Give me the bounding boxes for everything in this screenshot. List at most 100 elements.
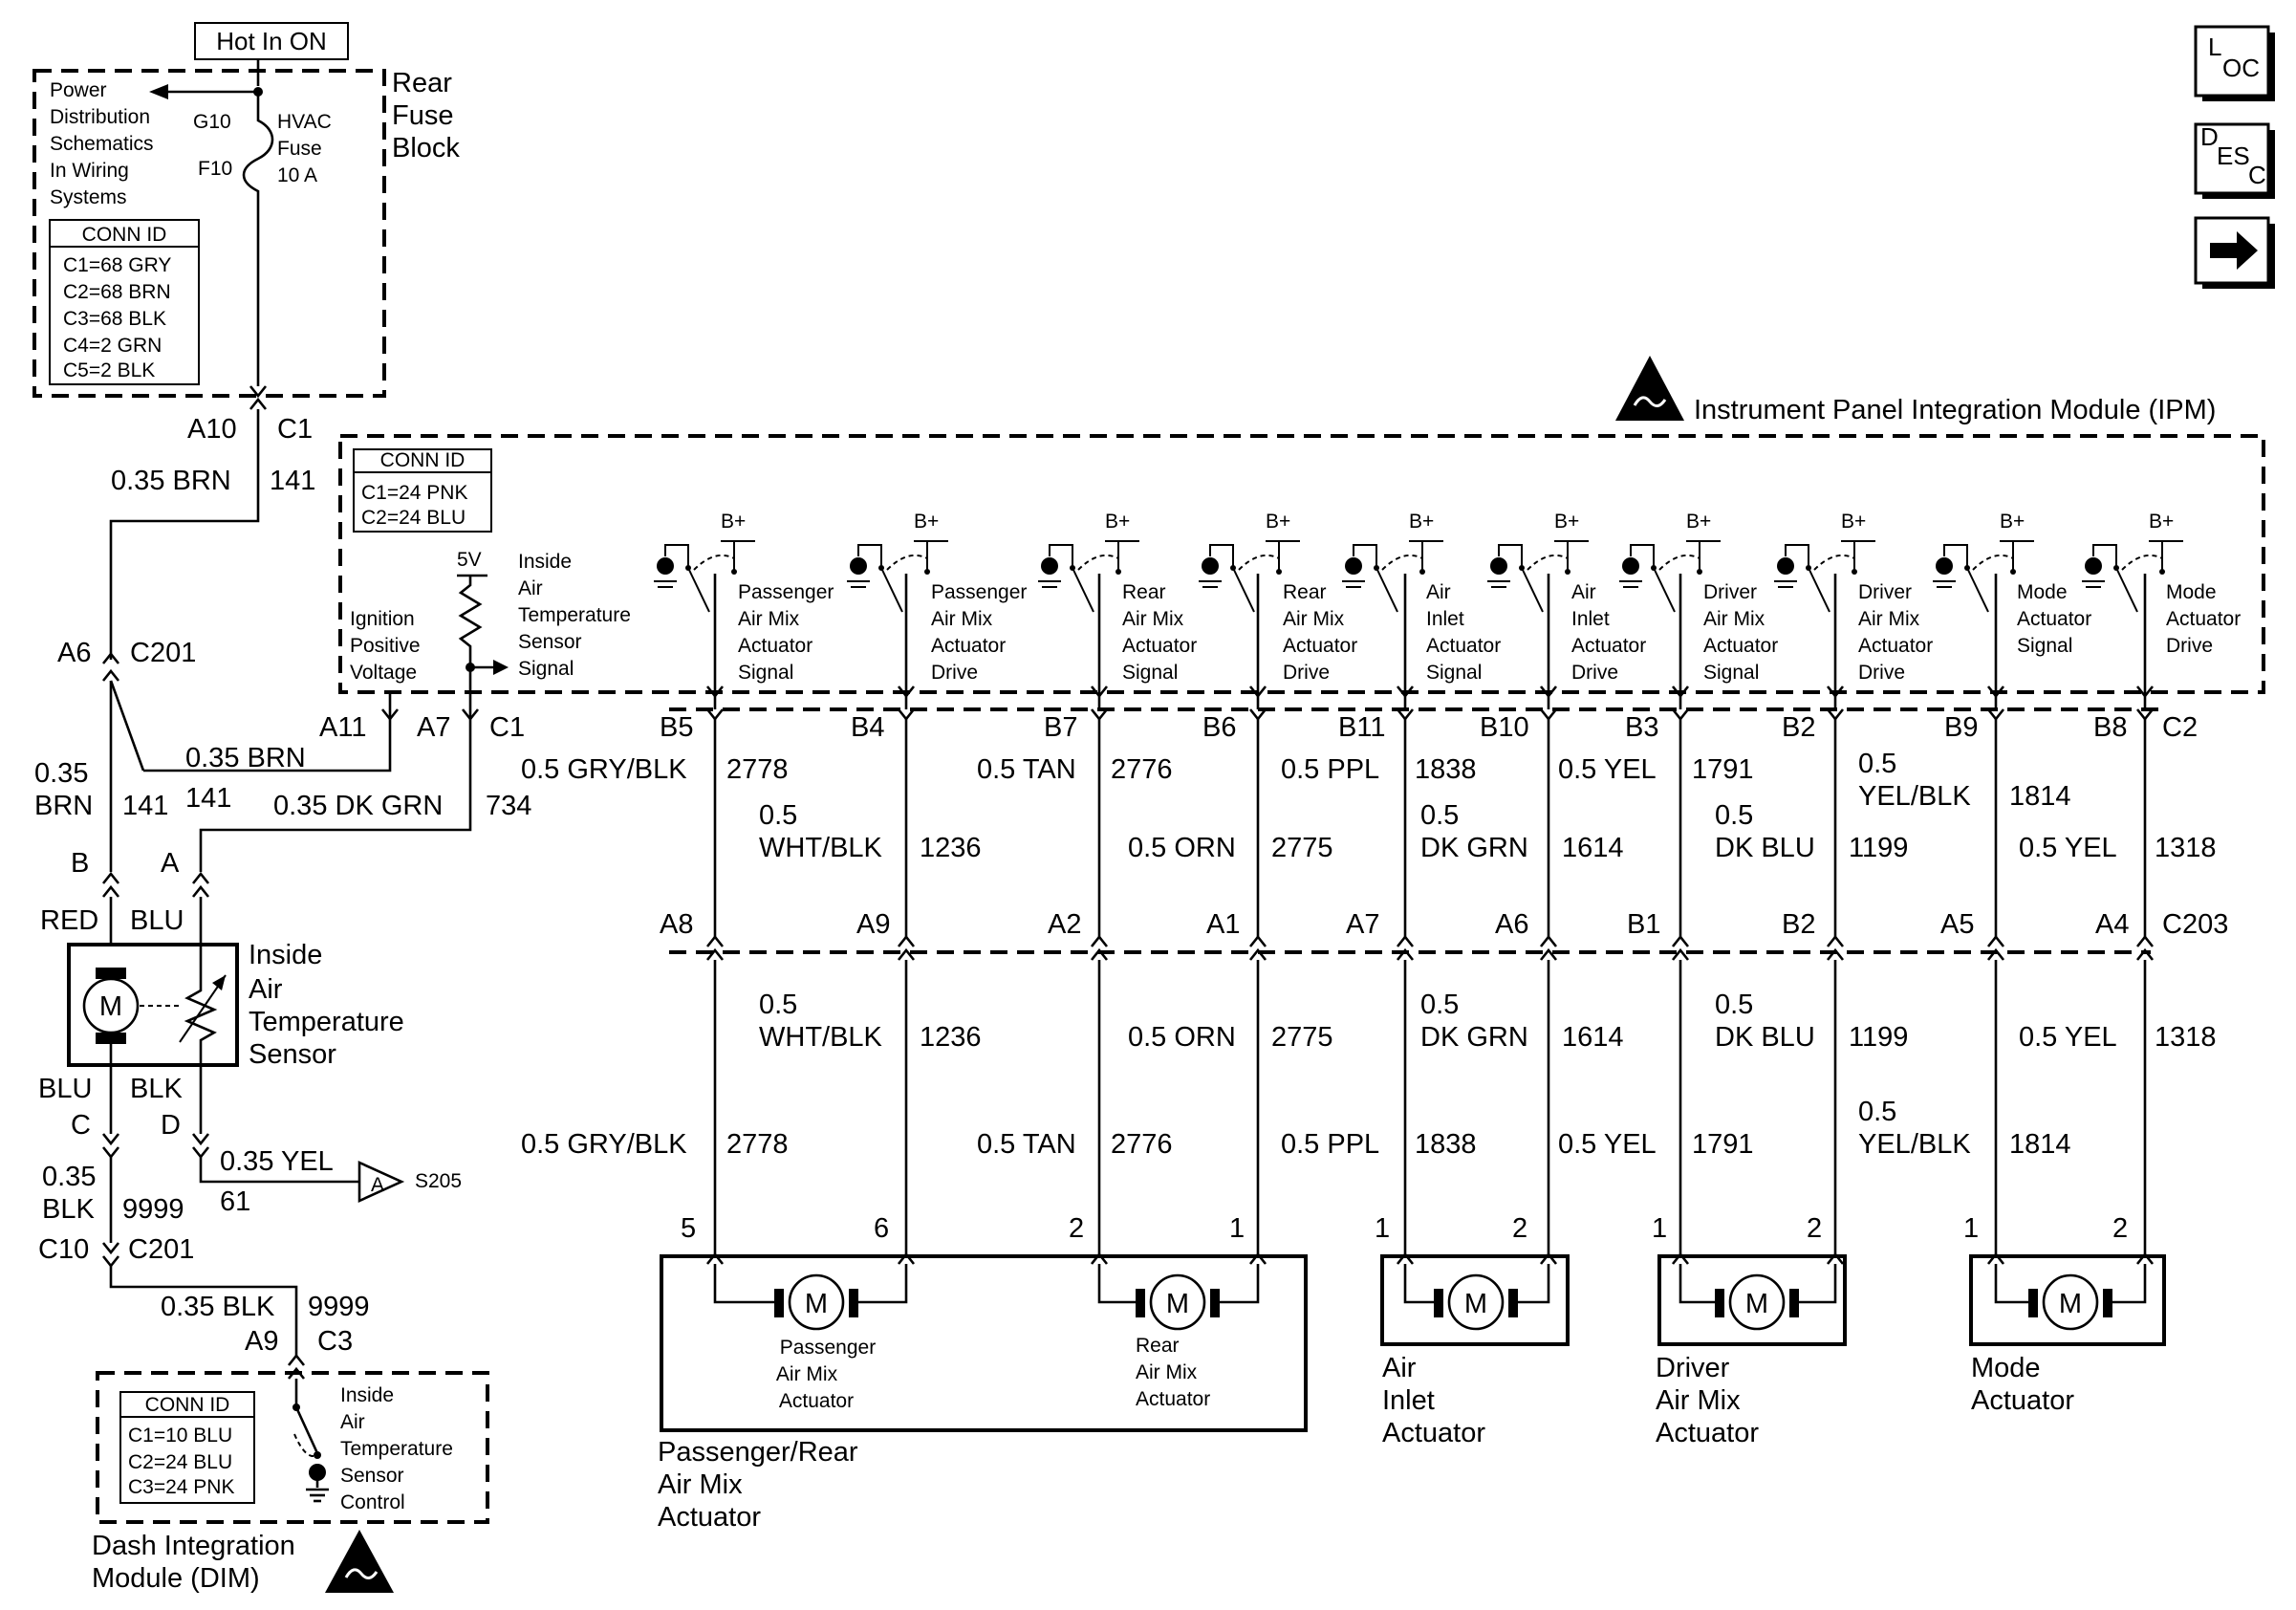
svg-text:Sensor: Sensor xyxy=(249,1039,336,1070)
esd-warning-icon-ipm xyxy=(1615,356,1684,421)
desc-button[interactable]: D ES C xyxy=(2194,122,2275,199)
rear-actuator-sub: Rear Air Mix Actuator xyxy=(1136,1335,1210,1410)
driver-label-1-0: Passenger xyxy=(931,581,1027,603)
lower-wire-circuit-4: 1838 xyxy=(1415,1129,1477,1160)
power-distribution-label: Power Distribution Schematics In Wiring … xyxy=(50,79,154,208)
c203-pin-bottom-2 xyxy=(1090,947,1109,961)
svg-text:CONN ID: CONN ID xyxy=(145,1394,230,1416)
wire-9999b-circuit: 9999 xyxy=(308,1292,370,1322)
c203-connector: C203 xyxy=(669,909,2228,954)
driver-label-1-3: Drive xyxy=(931,662,978,684)
rear-fuse-block-title: Rear Fuse Block xyxy=(392,68,460,163)
arrow-down-icon xyxy=(705,685,725,699)
svg-text:Fuse: Fuse xyxy=(392,100,453,131)
ipm-pin-6 xyxy=(1671,708,1690,722)
dim-sensor-control-label: Inside Air Temperature Sensor Control xyxy=(340,1384,453,1513)
pin-a10-label: A10 xyxy=(187,414,237,445)
actuator-motor-0: M xyxy=(713,1264,908,1331)
wire-61-circuit: 61 xyxy=(220,1186,250,1217)
lower-wire-color-7: DK BLU xyxy=(1715,1022,1815,1053)
motor-label: M xyxy=(99,991,122,1022)
splice-s205 xyxy=(357,1160,405,1204)
switch-blade-icon xyxy=(1375,567,1398,613)
switch-blade-icon xyxy=(880,567,903,613)
f10-label: F10 xyxy=(198,158,232,180)
c203-pin-top-3 xyxy=(1248,934,1267,947)
svg-text:Module (DIM): Module (DIM) xyxy=(92,1563,260,1594)
upper-wire-color-2: 0.5 TAN xyxy=(977,754,1076,785)
next-arrow-button[interactable] xyxy=(2194,216,2275,289)
c203-pin-top-0 xyxy=(705,934,725,947)
ipm-pin-label-c2: C2 xyxy=(2162,712,2198,743)
upper-wire-color-3: 0.5 ORN xyxy=(1128,833,1236,863)
air-inlet-actuator-title: Air Inlet Actuator xyxy=(1382,1353,1485,1448)
driver-label-2-3: Signal xyxy=(1122,662,1178,684)
c203-label: C203 xyxy=(2162,909,2228,940)
upper-wire-circuit-2: 2776 xyxy=(1111,754,1173,785)
hot-in-on-label: Hot In ON xyxy=(216,27,327,55)
desc-c-text: C xyxy=(2248,161,2266,189)
wire-brn-gauge: 0.35 xyxy=(34,758,88,789)
svg-text:Ignition: Ignition xyxy=(350,608,415,630)
ipm-module: Instrument Panel Integration Module (IPM… xyxy=(319,356,2265,743)
splice-a-label: A xyxy=(371,1174,384,1196)
driver-label-2-1: Air Mix xyxy=(1122,608,1184,630)
left-wiring: 0.35 BRN 141 A6 C201 0.35 BRN 141 0.35 B… xyxy=(34,409,531,945)
upper-wire-color-5: DK GRN xyxy=(1420,833,1528,863)
pin-d-label: D xyxy=(161,1110,181,1141)
bplus-label-0: B+ xyxy=(721,511,746,533)
actuator-pin-label-0: 5 xyxy=(681,1213,696,1244)
ipm-conn-id: CONN ID C1=24 PNK C2=24 BLU xyxy=(361,449,467,529)
wire-61-color: 0.35 YEL xyxy=(220,1146,334,1177)
svg-text:Air: Air xyxy=(518,577,543,599)
svg-text:Actuator: Actuator xyxy=(1971,1385,2074,1416)
driver-label-7-2: Actuator xyxy=(1858,635,1933,657)
motor-label-4: M xyxy=(2059,1289,2082,1319)
actuator-pin-label-9: 2 xyxy=(2112,1213,2128,1244)
c203-pin-bottom-3 xyxy=(1248,947,1267,961)
lower-wire-gauge-1: 0.5 xyxy=(759,990,797,1020)
driver-label-0-1: Air Mix xyxy=(738,608,800,630)
c203-pin-label-2: A2 xyxy=(1048,909,1081,940)
c203-pin-bottom-4 xyxy=(1396,947,1415,961)
loc-button[interactable]: L OC xyxy=(2194,25,2275,101)
driver-label-7-1: Air Mix xyxy=(1858,608,1920,630)
pin-c-label: C xyxy=(71,1110,91,1141)
ipm-pin-label-1: B4 xyxy=(851,712,884,743)
driver-label-1-1: Air Mix xyxy=(931,608,993,630)
lower-wire-gauge-7: 0.5 xyxy=(1715,990,1753,1020)
upper-wire-color-7: DK BLU xyxy=(1715,833,1815,863)
pin-a9-label: A9 xyxy=(245,1326,278,1357)
c203-pin-label-8: A5 xyxy=(1940,909,1974,940)
driver-label-8-1: Actuator xyxy=(2017,608,2091,630)
upper-wire-circuit-6: 1791 xyxy=(1692,754,1754,785)
fuse-block-conn-id: CONN ID C1=68 GRY C2=68 BRN C3=68 BLK C4… xyxy=(63,224,171,381)
lower-wire-color-6: 0.5 YEL xyxy=(1558,1129,1657,1160)
svg-text:C2=24 BLU: C2=24 BLU xyxy=(128,1451,232,1473)
bplus-label-6: B+ xyxy=(1686,511,1711,533)
arrow-down-icon xyxy=(1090,685,1109,699)
arrow-down-icon xyxy=(1539,685,1558,699)
c203-pin-top-8 xyxy=(1986,934,2005,947)
c203-pin-top-9 xyxy=(2135,934,2155,947)
svg-text:Actuator: Actuator xyxy=(658,1502,761,1533)
svg-text:Air Mix: Air Mix xyxy=(1656,1385,1741,1416)
arrow-down-icon xyxy=(2135,685,2155,699)
driver-label-3-0: Rear xyxy=(1283,581,1327,603)
driver-label-2-0: Rear xyxy=(1122,581,1166,603)
svg-text:Sensor: Sensor xyxy=(340,1465,404,1487)
arrow-down-icon xyxy=(1986,685,2005,699)
driver-label-9-2: Drive xyxy=(2166,635,2213,657)
motor-label-3: M xyxy=(1745,1289,1768,1319)
bplus-label-5: B+ xyxy=(1554,511,1579,533)
wire-9999-circuit: 9999 xyxy=(122,1194,184,1225)
lower-wire-circuit-6: 1791 xyxy=(1692,1129,1754,1160)
motor-label-2: M xyxy=(1464,1289,1487,1319)
esd-warning-icon xyxy=(325,1530,394,1593)
svg-text:Actuator: Actuator xyxy=(1656,1418,1759,1448)
